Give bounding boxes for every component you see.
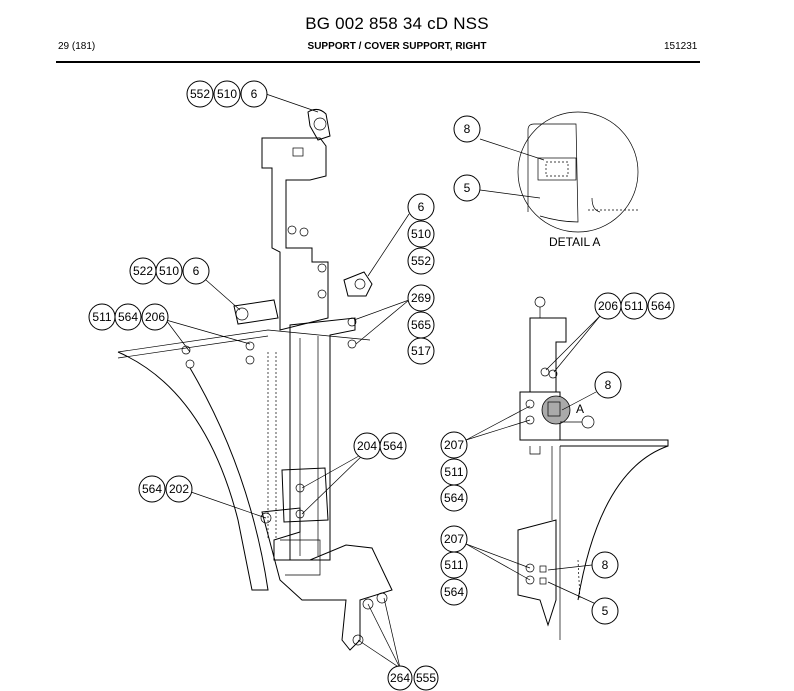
- svg-text:269: 269: [411, 291, 431, 305]
- detail-marker-a: A: [576, 402, 584, 416]
- svg-text:511: 511: [624, 299, 643, 313]
- svg-text:206: 206: [598, 299, 618, 313]
- svg-text:552: 552: [411, 254, 431, 268]
- detail-a-label: DETAIL A: [549, 235, 600, 249]
- svg-text:202: 202: [169, 482, 189, 496]
- callout-main-lower-left: 564 202: [138, 475, 193, 503]
- callout-side-5: 5: [591, 597, 619, 625]
- page-number: 29 (181): [58, 41, 96, 52]
- main-leader-lines: [165, 93, 410, 669]
- svg-text:564: 564: [444, 491, 464, 505]
- svg-text:6: 6: [418, 200, 425, 214]
- svg-text:5: 5: [464, 181, 471, 195]
- callout-main-top: 552 510 6: [186, 80, 268, 108]
- svg-text:564: 564: [383, 439, 403, 453]
- callout-side-8-lower: 8: [591, 551, 619, 579]
- detail-a-drawing: [479, 111, 639, 233]
- svg-text:564: 564: [118, 310, 138, 324]
- svg-text:510: 510: [217, 87, 237, 101]
- svg-text:565: 565: [411, 318, 431, 332]
- header-rule: [56, 61, 700, 63]
- callout-main-mid: 204 564: [353, 432, 407, 460]
- callout-side-stack-mid: 207 511 564: [440, 431, 468, 512]
- svg-text:511: 511: [444, 465, 463, 479]
- drawing-code: 151231: [664, 41, 698, 52]
- svg-text:522: 522: [133, 264, 153, 278]
- svg-text:564: 564: [142, 482, 162, 496]
- callout-main-right-stack-b: 269 565 517: [407, 284, 435, 365]
- svg-text:8: 8: [605, 378, 612, 392]
- svg-text:6: 6: [251, 87, 258, 101]
- document-title: BG 002 858 34 cD NSS: [305, 14, 489, 33]
- svg-text:6: 6: [193, 264, 200, 278]
- svg-text:204: 204: [357, 439, 377, 453]
- svg-text:564: 564: [444, 585, 464, 599]
- svg-text:8: 8: [464, 122, 471, 136]
- svg-text:510: 510: [411, 227, 431, 241]
- side-leader-lines: [465, 315, 601, 605]
- svg-text:206: 206: [145, 310, 165, 324]
- svg-text:511: 511: [92, 310, 111, 324]
- callout-side-stack-low: 207 511 564: [440, 525, 468, 606]
- svg-text:8: 8: [602, 558, 609, 572]
- main-assembly-drawing: [117, 108, 393, 651]
- svg-text:207: 207: [444, 532, 464, 546]
- side-view-drawing: [517, 296, 669, 640]
- svg-text:5: 5: [602, 604, 609, 618]
- svg-text:511: 511: [444, 558, 463, 572]
- callout-main-left-mid: 522 510 6: [129, 257, 210, 285]
- callout-side-top: 206 511 564: [594, 292, 675, 320]
- svg-text:207: 207: [444, 438, 464, 452]
- svg-text:564: 564: [651, 299, 671, 313]
- svg-text:264: 264: [390, 671, 410, 685]
- svg-text:517: 517: [411, 344, 431, 358]
- callout-main-left: 511 564 206: [88, 303, 169, 331]
- callout-side-8-upper: 8: [594, 371, 622, 399]
- callout-main-bottom: 264 555: [387, 665, 439, 691]
- callout-main-right-stack-a: 6 510 552: [407, 193, 435, 275]
- callout-detail-a: 8 5: [453, 115, 481, 202]
- svg-text:555: 555: [416, 671, 436, 685]
- svg-text:552: 552: [190, 87, 210, 101]
- drawing-subtitle: SUPPORT / COVER SUPPORT, RIGHT: [307, 41, 487, 52]
- svg-text:510: 510: [159, 264, 179, 278]
